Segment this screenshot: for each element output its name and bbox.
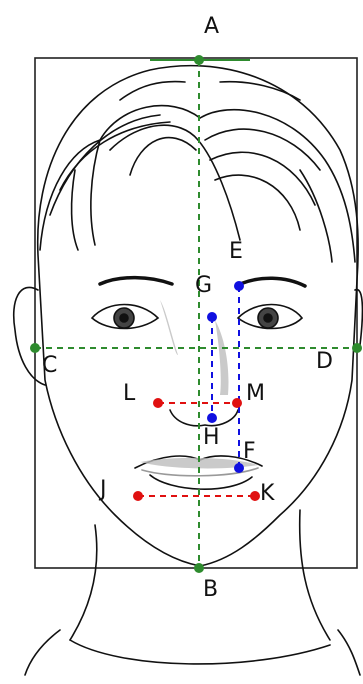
point-f [234, 463, 244, 473]
face-line-drawing [14, 66, 363, 675]
label-k: K [260, 481, 275, 506]
label-h: H [203, 425, 220, 450]
label-a: A [204, 14, 219, 39]
label-m: M [246, 381, 265, 406]
label-e: E [229, 239, 243, 264]
point-c [30, 343, 40, 353]
label-d: D [316, 349, 333, 374]
point-h [207, 413, 217, 423]
point-k [250, 491, 260, 501]
measurement-lines [35, 60, 357, 568]
point-b [194, 563, 204, 573]
label-l: L [123, 381, 136, 406]
label-j: J [98, 477, 107, 502]
label-c: C [42, 353, 57, 378]
point-l [153, 398, 163, 408]
point-e [234, 281, 244, 291]
label-f: F [243, 439, 256, 464]
face-bounding-box [35, 58, 357, 568]
point-m [232, 398, 242, 408]
label-b: B [203, 577, 218, 602]
label-g: G [195, 273, 212, 298]
point-d [352, 343, 362, 353]
point-j [133, 491, 143, 501]
point-a [194, 55, 204, 65]
point-g [207, 312, 217, 322]
